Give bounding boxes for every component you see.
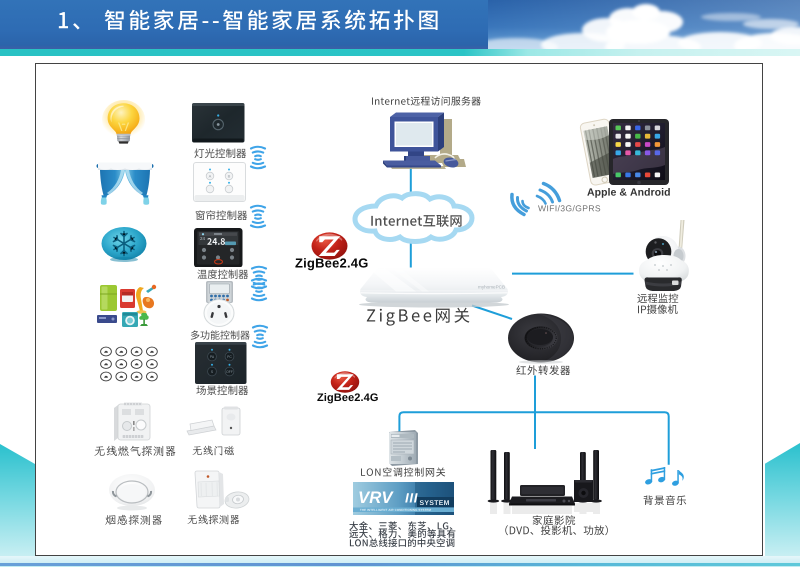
svg-text:PC: PC	[227, 355, 232, 359]
svg-text:24: 24	[200, 236, 206, 241]
svg-text:B: B	[228, 173, 231, 178]
svg-text:PA: PA	[210, 355, 215, 359]
svg-text:A: A	[209, 173, 212, 178]
svg-text:S: S	[211, 370, 214, 374]
svg-text:myhomePCB: myhomePCB	[478, 285, 505, 290]
svg-text:OFF: OFF	[226, 370, 233, 374]
